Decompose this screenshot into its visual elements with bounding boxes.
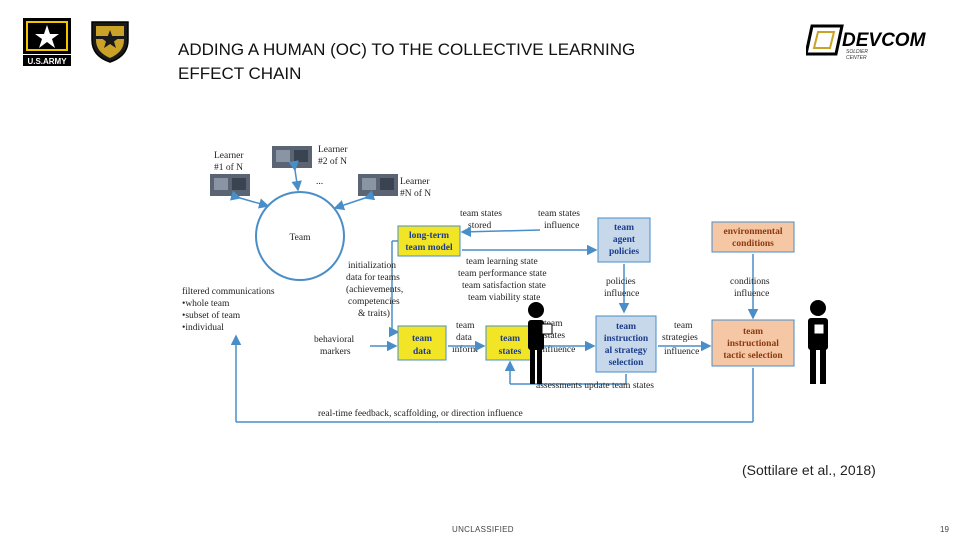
policies-influence-a: policies xyxy=(606,277,636,287)
states-influence-b: influence xyxy=(544,220,579,231)
policies-influence-b: influence xyxy=(604,288,639,299)
army-logo: U.S.ARMY xyxy=(20,16,74,68)
data-inform-c: inform xyxy=(452,344,478,355)
ts-influence-b: states xyxy=(544,331,565,341)
classification-label: UNCLASSIFIED xyxy=(452,525,514,534)
strategies-c: influence xyxy=(664,346,699,357)
devcom-logo: DEVCOM SOLDIER CENTER xyxy=(804,22,940,62)
state-1: team learning state xyxy=(466,257,538,267)
strategies-b: strategies xyxy=(662,333,698,343)
team-states-b: states xyxy=(499,347,522,357)
ts-influence-a: team xyxy=(544,319,563,329)
states-stored-b: stored xyxy=(468,221,491,231)
learner-2-label-a: Learner xyxy=(318,145,348,155)
page-number: 19 xyxy=(940,525,949,534)
team-agent-policies-box xyxy=(597,217,651,263)
instructional-strategy-box xyxy=(595,315,657,373)
states-stored-a: team states xyxy=(460,209,502,219)
filtered-1: filtered communications xyxy=(182,286,275,297)
init-5: & traits) xyxy=(358,308,390,319)
human-oc-icon xyxy=(800,298,836,386)
title-line-1: ADDING A HUMAN (OC) TO THE COLLECTIVE LE… xyxy=(178,40,636,59)
agent-label-b: agent xyxy=(613,235,636,245)
collective-learning-diagram: Learner #1 of N Learner #2 of N ... Lear… xyxy=(180,140,800,440)
state-2: team performance state xyxy=(458,268,547,279)
citation: (Sottilare et al., 2018) xyxy=(742,462,876,478)
conditions-influence-b: influence xyxy=(734,288,769,299)
env-label-b: conditions xyxy=(732,239,774,249)
filtered-3: •subset of team xyxy=(182,310,241,321)
team-circle xyxy=(255,191,345,281)
army-logo-text: U.S.ARMY xyxy=(27,57,67,66)
ellipsis-label: ... xyxy=(316,177,323,187)
learner-n-label-b: #N of N xyxy=(400,188,431,199)
filtered-4: •individual xyxy=(182,323,224,333)
filtered-2: •whole team xyxy=(182,299,230,309)
tactic-b: instructional xyxy=(727,339,779,349)
devcom-sub1: SOLDIER xyxy=(846,49,868,55)
team-data-box xyxy=(397,325,447,361)
slide-title: ADDING A HUMAN (OC) TO THE COLLECTIVE LE… xyxy=(178,38,778,86)
instr-a: team xyxy=(616,322,636,332)
state-4: team viability state xyxy=(468,293,540,303)
init-3: (achievements, xyxy=(346,284,403,295)
ts-influence-c: influence xyxy=(540,344,575,355)
feedback-label: real-time feedback, scaffolding, or dire… xyxy=(318,408,523,419)
data-inform-a: team xyxy=(456,321,475,331)
team-data-b: data xyxy=(413,347,431,357)
env-label-a: environmental xyxy=(724,227,783,237)
behavioral-b: markers xyxy=(320,347,351,357)
long-term-team-model-box xyxy=(397,225,461,257)
agent-label-a: team xyxy=(614,223,634,233)
team-data-a: team xyxy=(412,334,432,344)
init-1: initialization xyxy=(348,261,396,271)
title-line-2: EFFECT CHAIN xyxy=(178,64,302,83)
learner-1-label-b: #1 of N xyxy=(214,162,243,173)
assessments-label: assessments update team states xyxy=(536,381,654,391)
devcom-sub2: CENTER xyxy=(846,55,867,61)
learner-n-label-a: Learner xyxy=(400,177,430,187)
conditions-influence-a: conditions xyxy=(730,277,770,287)
behavioral-a: behavioral xyxy=(314,335,354,345)
tactic-selection-box xyxy=(711,319,795,367)
init-4: competencies xyxy=(348,297,400,307)
tactic-a: team xyxy=(743,327,763,337)
long-term-label-b: team model xyxy=(405,243,453,253)
team-label: Team xyxy=(290,233,312,243)
devcom-text: DEVCOM xyxy=(842,30,927,51)
instr-b: instruction xyxy=(604,334,649,344)
command-insignia-icon xyxy=(88,18,132,64)
strategies-a: team xyxy=(674,321,693,331)
instr-c: al strategy xyxy=(605,346,648,356)
learner-2-label-b: #2 of N xyxy=(318,156,347,167)
tactic-c: tactic selection xyxy=(723,351,783,361)
human-oc-icon xyxy=(528,302,553,384)
agent-label-c: policies xyxy=(609,247,639,257)
learner-1-label-a: Learner xyxy=(214,151,244,161)
long-term-label-a: long-term xyxy=(409,231,449,241)
instr-d: selection xyxy=(609,358,645,368)
team-states-a: team xyxy=(500,334,520,344)
states-influence-a: team states xyxy=(538,209,580,219)
data-inform-b: data xyxy=(456,333,473,343)
state-3: team satisfaction state xyxy=(462,280,546,291)
team-states-box xyxy=(485,325,535,361)
environmental-conditions-box xyxy=(711,221,795,253)
init-2: data for teams xyxy=(346,272,400,283)
